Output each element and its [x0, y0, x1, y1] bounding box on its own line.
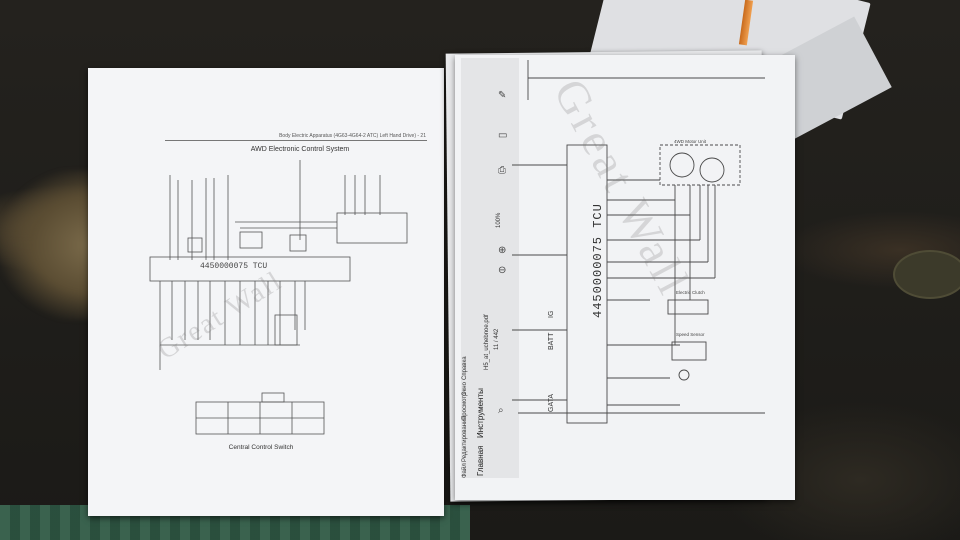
speed-sensor-label: Speed Sensor: [676, 332, 705, 337]
zoom-in-icon: ⊕: [498, 245, 507, 256]
motor-unit-label: 4WD Motor Unit: [674, 139, 707, 144]
left-sheet-title: AWD Electronic Control System: [250, 146, 350, 153]
comment-icon: ▭: [498, 130, 508, 141]
pin-label-batt: BATT: [548, 332, 555, 350]
left-sheet-header: Body Electric Apparatus (4G63-4G64-2 ATC…: [279, 133, 426, 139]
pen-icon: ✎: [498, 90, 507, 101]
print-icon: ⎙: [498, 165, 506, 176]
pdf-viewer-toolbar: [461, 58, 519, 478]
round-object: [893, 250, 960, 299]
zoom-out-icon: ⊖: [498, 265, 507, 276]
left-schematic-sheet: [88, 68, 444, 516]
search-icon: ⌕: [498, 405, 504, 416]
left-tcu-label: 4450000075 TCU: [200, 262, 268, 271]
pin-label-ig: IG: [548, 310, 555, 318]
right-tcu-label: 4450000075 TCU: [591, 203, 605, 318]
electric-clutch-label: Electric Clutch: [676, 290, 705, 295]
central-control-switch-caption: Central Control Switch: [228, 444, 294, 451]
left-sheet-header-rule: [165, 140, 427, 141]
pin-label-gata: GATA: [548, 393, 555, 412]
